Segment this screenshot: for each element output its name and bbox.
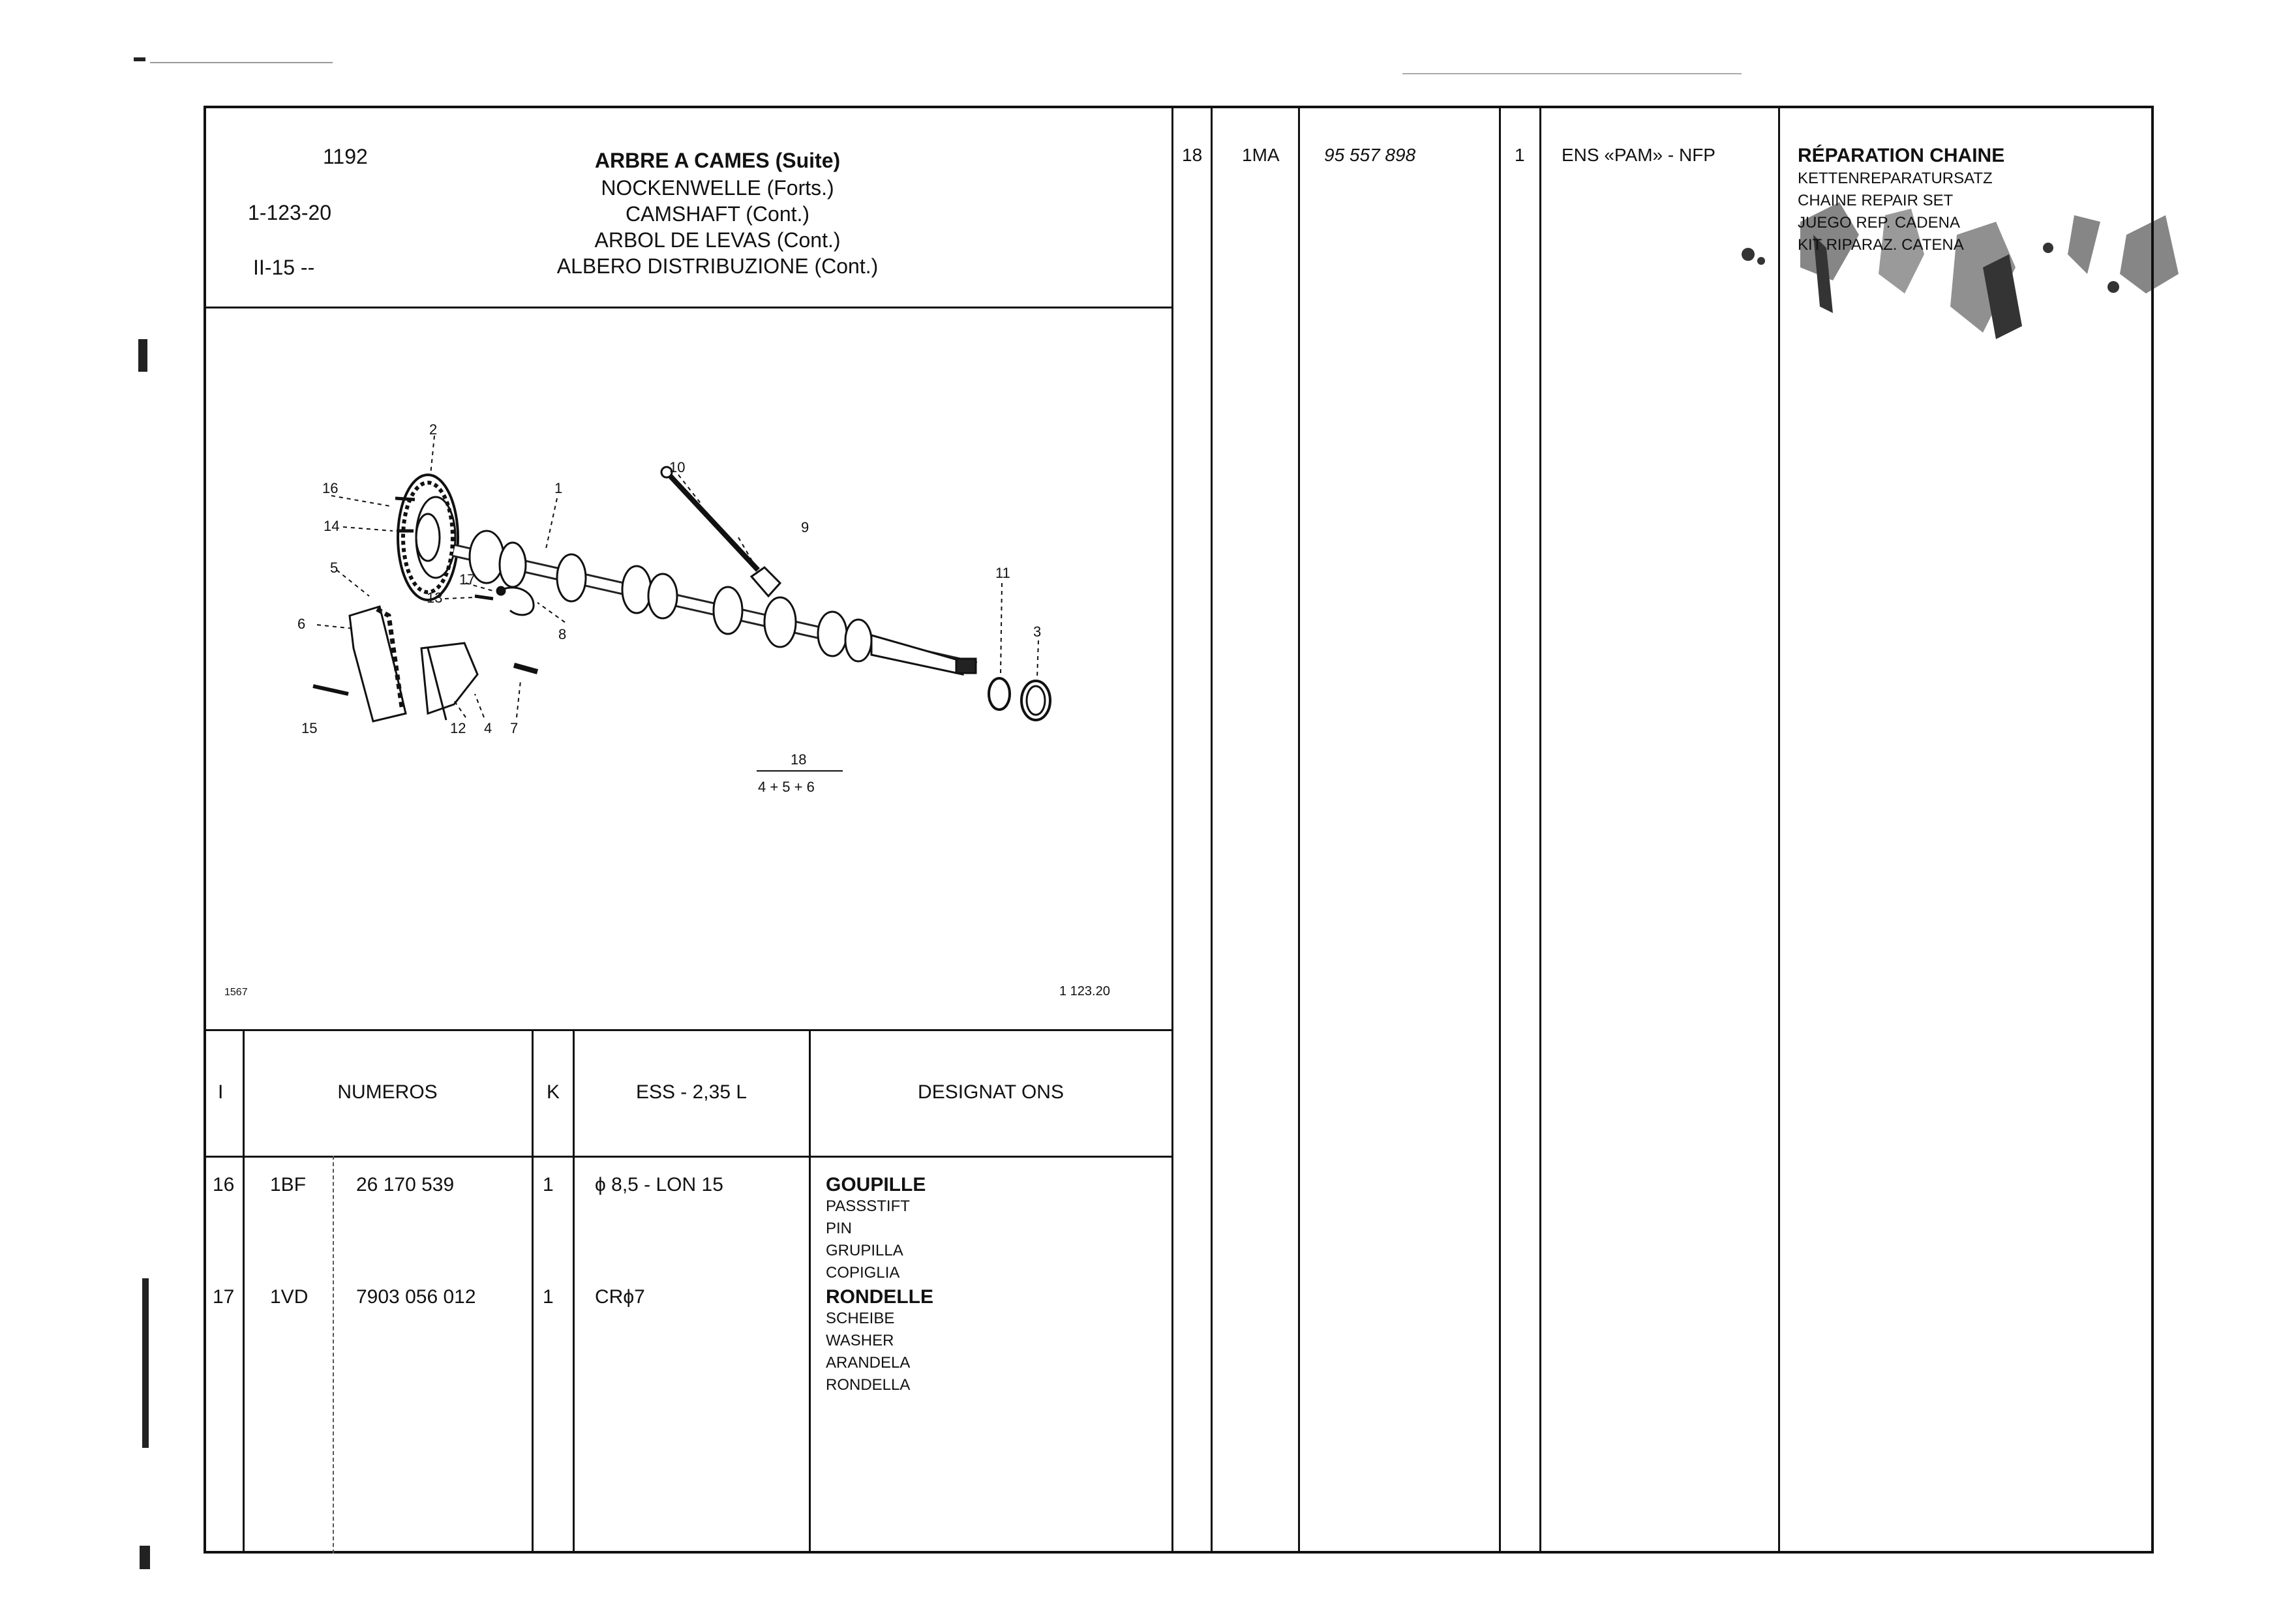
camshaft-sprocket xyxy=(397,473,459,601)
scan-mark-top-line xyxy=(150,62,333,63)
header-bottom-rule xyxy=(204,307,1171,308)
diagram-corner-right: 1 123.20 xyxy=(1059,984,1110,999)
col-numbers-line xyxy=(532,1029,534,1554)
row-18-qty: 1 xyxy=(1515,145,1525,165)
table-header-numbers: NUMEROS xyxy=(337,1081,438,1103)
callout-13: 13 xyxy=(427,590,442,606)
range-code: II-15 -- xyxy=(253,256,315,279)
row-16-name-main: GOUPILLE xyxy=(826,1174,926,1195)
row-17-code: 1VD xyxy=(270,1286,309,1308)
row-16-item: 16 xyxy=(213,1174,235,1195)
row-18-name-de: KETTENREPARATURSATZ xyxy=(1798,170,1993,187)
scan-smudge xyxy=(1742,202,2179,339)
callout-14: 14 xyxy=(324,518,339,534)
row-16-name-es: GRUPILLA xyxy=(826,1242,903,1259)
ref-code: 1192 xyxy=(323,145,368,168)
divider-item xyxy=(1211,106,1213,1554)
callout-9: 9 xyxy=(801,519,809,535)
row-17-item: 17 xyxy=(213,1286,235,1308)
table-header-spec: ESS - 2,35 L xyxy=(635,1081,748,1103)
row-16-code: 1BF xyxy=(270,1174,307,1195)
row-16-name-it: COPIGLIA xyxy=(826,1264,900,1282)
scan-mark-left-1 xyxy=(138,339,147,372)
callout-labels: 2 16 14 1 10 9 5 17 13 8 6 11 3 15 12 4 … xyxy=(224,421,1110,999)
row-18-code: 1MA xyxy=(1242,145,1280,165)
row-17-name-main: RONDELLE xyxy=(826,1286,933,1308)
callout-3: 3 xyxy=(1033,623,1041,640)
divider-spec xyxy=(1778,106,1780,1554)
camshaft-body xyxy=(452,530,978,676)
col-spec-line xyxy=(809,1029,811,1554)
row-18-part-number: 95 557 898 xyxy=(1324,145,1416,165)
title-de: NOCKENWELLE (Forts.) xyxy=(601,176,834,200)
divider-qty xyxy=(1539,106,1541,1554)
title-es: ARBOL DE LEVAS (Cont.) xyxy=(594,228,841,252)
divider-code xyxy=(1298,106,1300,1554)
row-17-name-es: ARANDELA xyxy=(826,1354,911,1372)
table-header-item: I xyxy=(218,1081,224,1103)
callout-4: 4 xyxy=(484,720,492,736)
row-18-spec: ENS «PAM» - NFP xyxy=(1562,145,1715,165)
scan-mark-top-right xyxy=(1402,73,1742,74)
row-17-qty: 1 xyxy=(543,1286,554,1308)
callout-16: 16 xyxy=(322,480,338,496)
camshaft-exploded-diagram: 2 16 14 1 10 9 5 17 13 8 6 11 3 15 12 4 … xyxy=(224,421,1110,999)
diagram-corner-left: 1567 xyxy=(224,987,248,998)
row-18-name-en: CHAINE REPAIR SET xyxy=(1798,192,1954,209)
callout-11: 11 xyxy=(995,565,1010,581)
push-rod xyxy=(660,466,782,598)
scan-mark-top xyxy=(134,57,145,61)
callout-12: 12 xyxy=(450,720,466,736)
table-header-rule xyxy=(204,1156,1171,1158)
callout-10: 10 xyxy=(669,459,685,475)
divider-number xyxy=(1499,106,1501,1554)
scan-mark-left-3 xyxy=(140,1546,150,1569)
callout-1: 1 xyxy=(554,480,562,496)
row-17-part-number: 7903 056 012 xyxy=(356,1286,476,1308)
callout-7: 7 xyxy=(510,720,518,736)
group-code: 1-123-20 xyxy=(248,201,332,224)
callout-15: 15 xyxy=(301,720,317,736)
kit-fraction-bottom: 4 + 5 + 6 xyxy=(758,779,815,795)
table-header-qty: K xyxy=(546,1081,560,1103)
row-17-name-en: WASHER xyxy=(826,1332,894,1349)
row-17-name-it: RONDELLA xyxy=(826,1376,911,1394)
chain-tensioner xyxy=(348,605,479,723)
callout-17: 17 xyxy=(459,571,475,588)
table-header-designations: DESIGNAT ONS xyxy=(918,1081,1064,1103)
diagram-bottom-rule xyxy=(204,1029,1171,1031)
divider-main xyxy=(1171,106,1173,1554)
bolts xyxy=(312,496,539,696)
row-17-name-de: SCHEIBE xyxy=(826,1310,895,1327)
row-18-item: 18 xyxy=(1182,145,1203,165)
kit-fraction-top: 18 xyxy=(791,751,806,768)
title-it: ALBERO DISTRIBUZIONE (Cont.) xyxy=(556,254,879,278)
parts-sheet-frame xyxy=(204,106,2154,1554)
leader-lines xyxy=(316,435,1039,718)
seal-rings xyxy=(988,677,1051,721)
callout-5: 5 xyxy=(330,560,338,576)
scan-mark-left-2 xyxy=(142,1278,149,1448)
row-16-qty: 1 xyxy=(543,1174,554,1195)
row-17-spec: CRϕ7 xyxy=(595,1286,645,1308)
row-16-name-de: PASSSTIFT xyxy=(826,1197,910,1215)
col-code-line xyxy=(333,1156,334,1554)
col-qty-line xyxy=(573,1029,575,1554)
title-en: CAMSHAFT (Cont.) xyxy=(625,202,810,226)
callout-6: 6 xyxy=(297,616,305,632)
row-16-name-en: PIN xyxy=(826,1220,853,1237)
title-fr: ARBRE A CAMES (Suite) xyxy=(594,149,841,172)
row-16-part-number: 26 170 539 xyxy=(356,1174,455,1195)
row-18-name-main: RÉPARATION CHAINE xyxy=(1798,145,2005,166)
col-item-line xyxy=(243,1029,245,1554)
callout-2: 2 xyxy=(429,421,437,438)
row-16-spec: ϕ 8,5 - LON 15 xyxy=(595,1174,723,1195)
callout-8: 8 xyxy=(558,626,566,642)
